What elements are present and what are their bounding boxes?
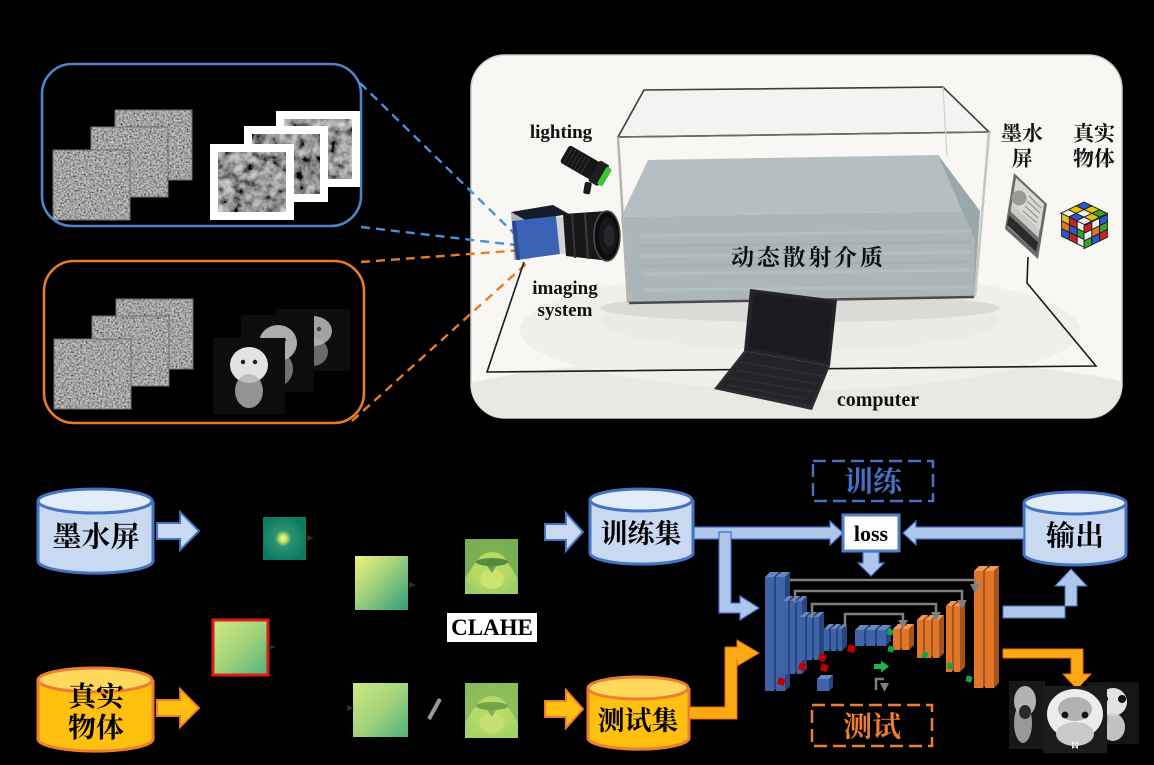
svg-text:imaging: imaging — [532, 278, 598, 299]
svg-text:lighting: lighting — [530, 122, 593, 143]
svg-text:computer: computer — [837, 389, 919, 411]
svg-text:system: system — [538, 300, 593, 321]
svg-text:CLAHE: CLAHE — [451, 615, 533, 640]
svg-text:loss: loss — [854, 521, 889, 546]
